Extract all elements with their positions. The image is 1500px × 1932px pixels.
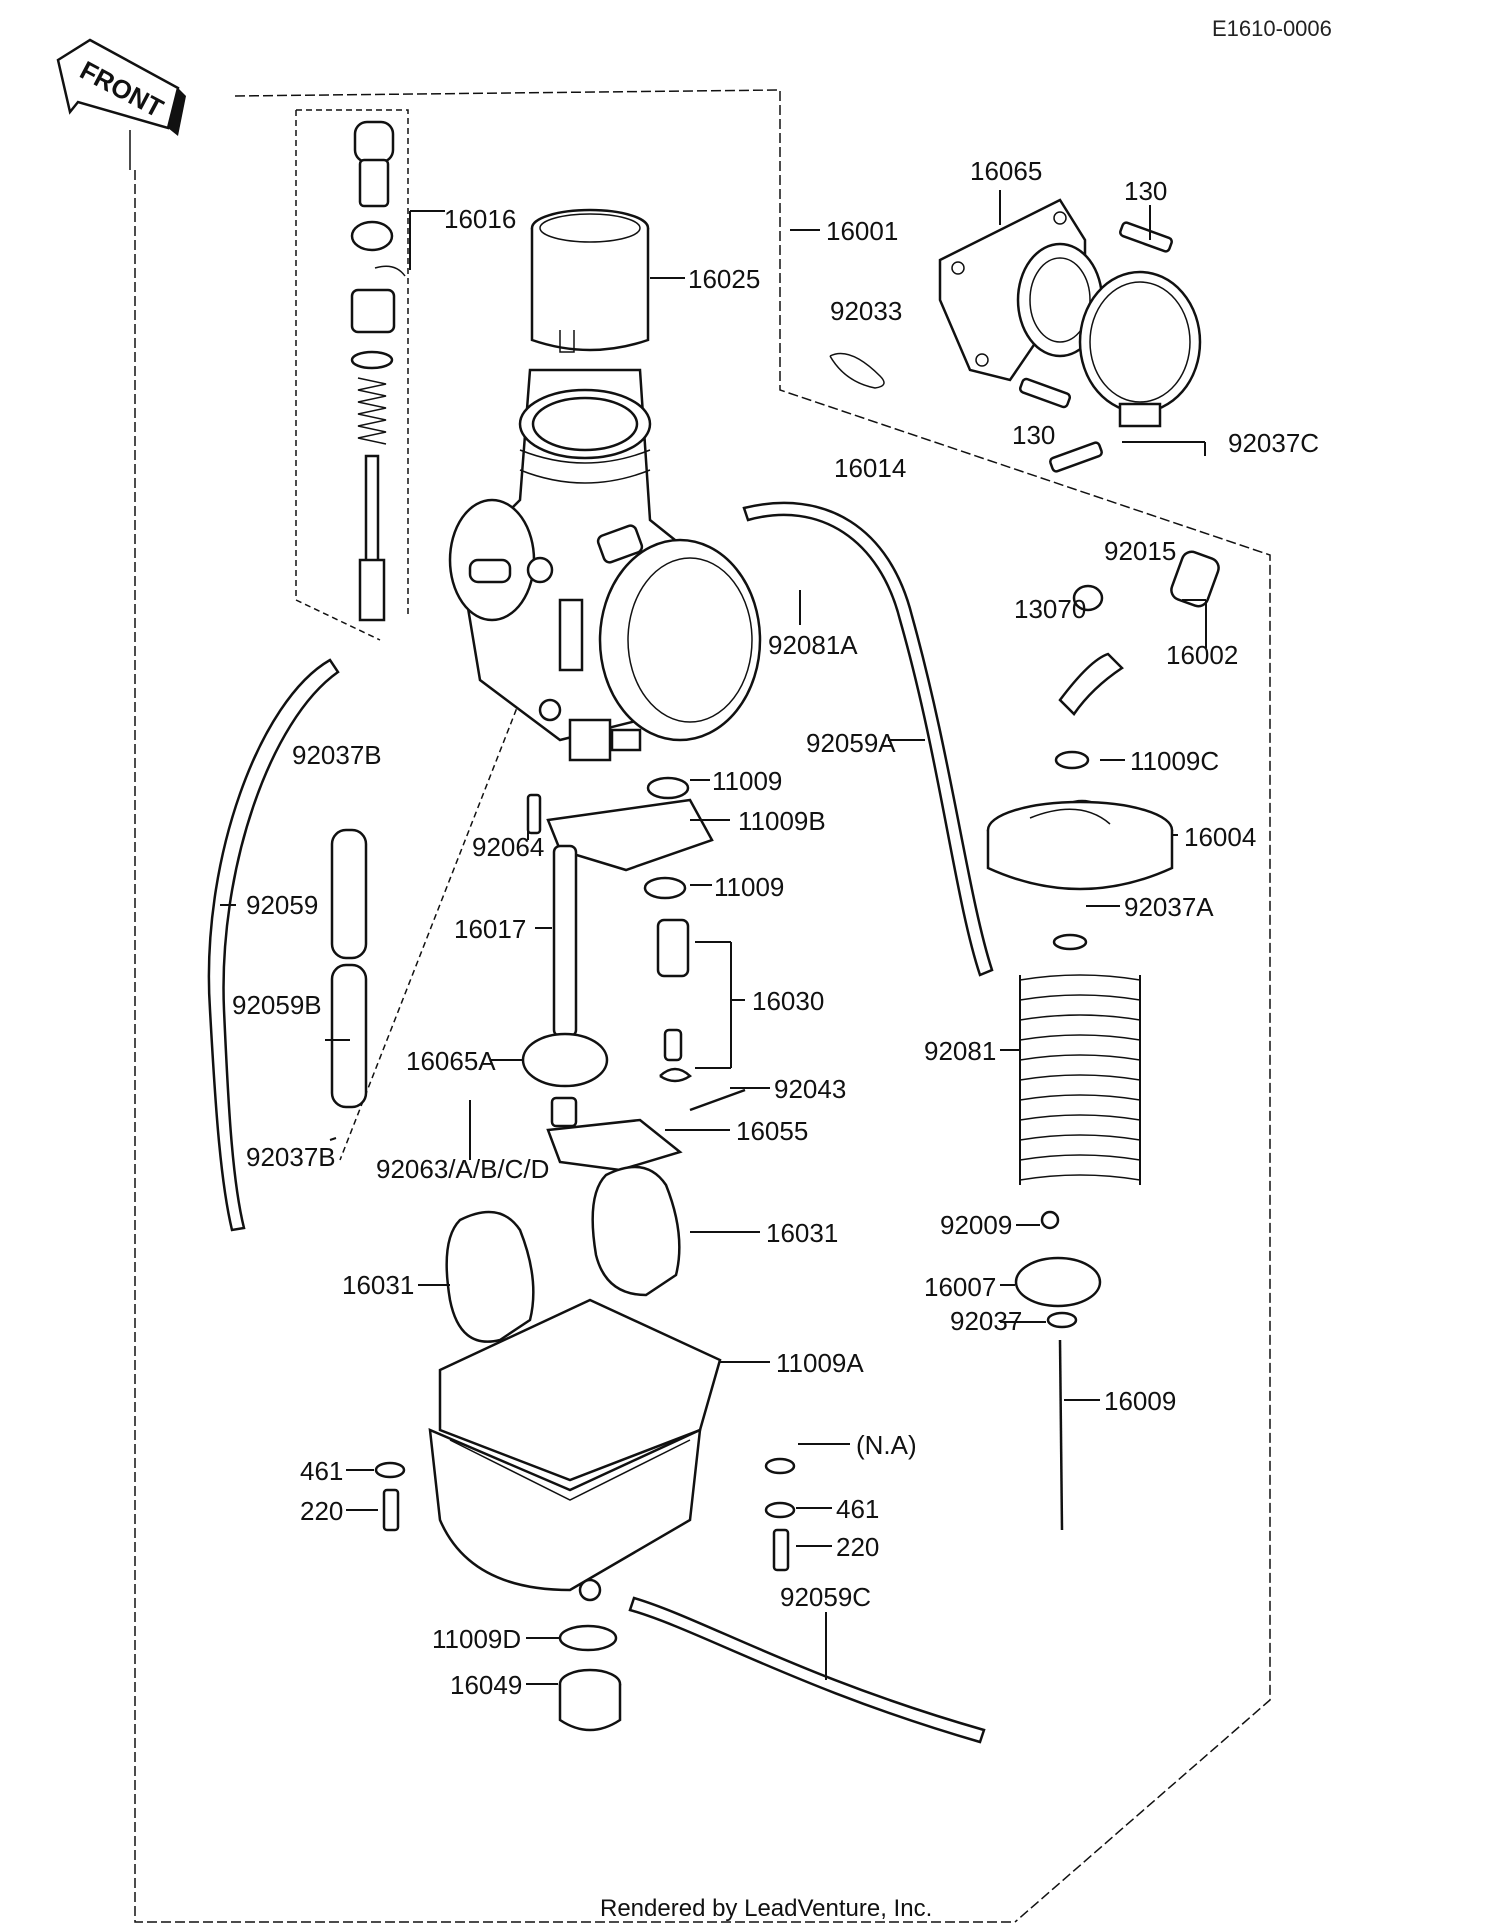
part-label-16031-left: 16031	[342, 1270, 414, 1300]
part-label-130-bottom: 130	[1012, 420, 1055, 450]
part-label-92037: 92037	[950, 1306, 1022, 1336]
part-label-92064: 92064	[472, 832, 544, 862]
part-label-16001: 16001	[826, 216, 898, 246]
part-label-92059B: 92059B	[232, 990, 322, 1020]
part-label-92063: 92063/A/B/C/D	[376, 1154, 549, 1184]
part-label-16016: 16016	[444, 204, 516, 234]
slide-needle-assembly	[350, 120, 440, 622]
part-label-16031-right: 16031	[766, 1218, 838, 1248]
float-bowl	[374, 1165, 796, 1732]
part-label-16025: 16025	[688, 264, 760, 294]
carburetor-body	[448, 368, 762, 762]
part-label-16065A: 16065A	[406, 1046, 496, 1076]
leader-lines	[220, 190, 1206, 1685]
part-label-16055: 16055	[736, 1116, 808, 1146]
part-label-92015: 92015	[1104, 536, 1176, 566]
part-label-11009B: 11009B	[738, 806, 826, 836]
part-label-92009: 92009	[940, 1210, 1012, 1240]
assembly-frame	[134, 89, 1271, 1923]
front-arrow-icon: FRONT	[56, 38, 186, 170]
part-label-92037B-bottom: 92037B	[246, 1142, 336, 1172]
part-label-16017: 16017	[454, 914, 526, 944]
part-label-130-top: 130	[1124, 176, 1167, 206]
part-label-16002: 16002	[1166, 640, 1238, 670]
throttle-slide	[530, 208, 650, 353]
jets-and-needle-valve	[521, 776, 746, 1172]
part-label-11009-top: 11009	[712, 766, 782, 796]
cotter-pin	[829, 352, 885, 389]
intake-manifold	[938, 198, 1202, 473]
part-label-16014: 16014	[834, 453, 906, 483]
footer-credit: Rendered by LeadVenture, Inc.	[600, 1895, 932, 1922]
part-label-16065: 16065	[970, 156, 1042, 186]
part-label-92037B-top: 92037B	[292, 740, 382, 770]
part-label-92037C: 92037C	[1228, 428, 1319, 458]
part-label-16049: 16049	[450, 1670, 522, 1700]
part-label-16030: 16030	[752, 986, 824, 1016]
part-label-92081: 92081	[924, 1036, 996, 1066]
part-label-16009: 16009	[1104, 1386, 1176, 1416]
part-label-461-left: 461	[300, 1456, 343, 1486]
part-label-11009-bottom: 11009	[714, 872, 784, 902]
cap-spring-needle	[986, 550, 1220, 1531]
part-label-92059: 92059	[246, 890, 318, 920]
part-label-11009C: 11009C	[1130, 746, 1219, 776]
part-label-16004: 16004	[1184, 822, 1256, 852]
part-label-16007: 16007	[924, 1272, 996, 1302]
part-label-220-left: 220	[300, 1496, 343, 1526]
part-label-92033: 92033	[830, 296, 902, 326]
part-label-11009D: 11009D	[432, 1624, 521, 1654]
part-label-92081A: 92081A	[768, 630, 858, 660]
part-label-220-right: 220	[836, 1532, 879, 1562]
part-label-92037A: 92037A	[1124, 892, 1214, 922]
part-labels: 16001 16016 16025 92033 16065 130 130 92…	[232, 156, 1319, 1700]
part-label-461-right: 461	[836, 1494, 879, 1524]
part-label-92059A: 92059A	[806, 728, 896, 758]
hoses	[207, 501, 994, 1744]
part-label-NA: (N.A)	[856, 1430, 917, 1460]
part-label-92059C: 92059C	[780, 1582, 871, 1612]
part-label-92043: 92043	[774, 1074, 846, 1104]
part-label-13070: 13070	[1014, 594, 1086, 624]
part-label-11009A: 11009A	[776, 1348, 864, 1378]
diagram-code: E1610-0006	[1212, 16, 1332, 41]
